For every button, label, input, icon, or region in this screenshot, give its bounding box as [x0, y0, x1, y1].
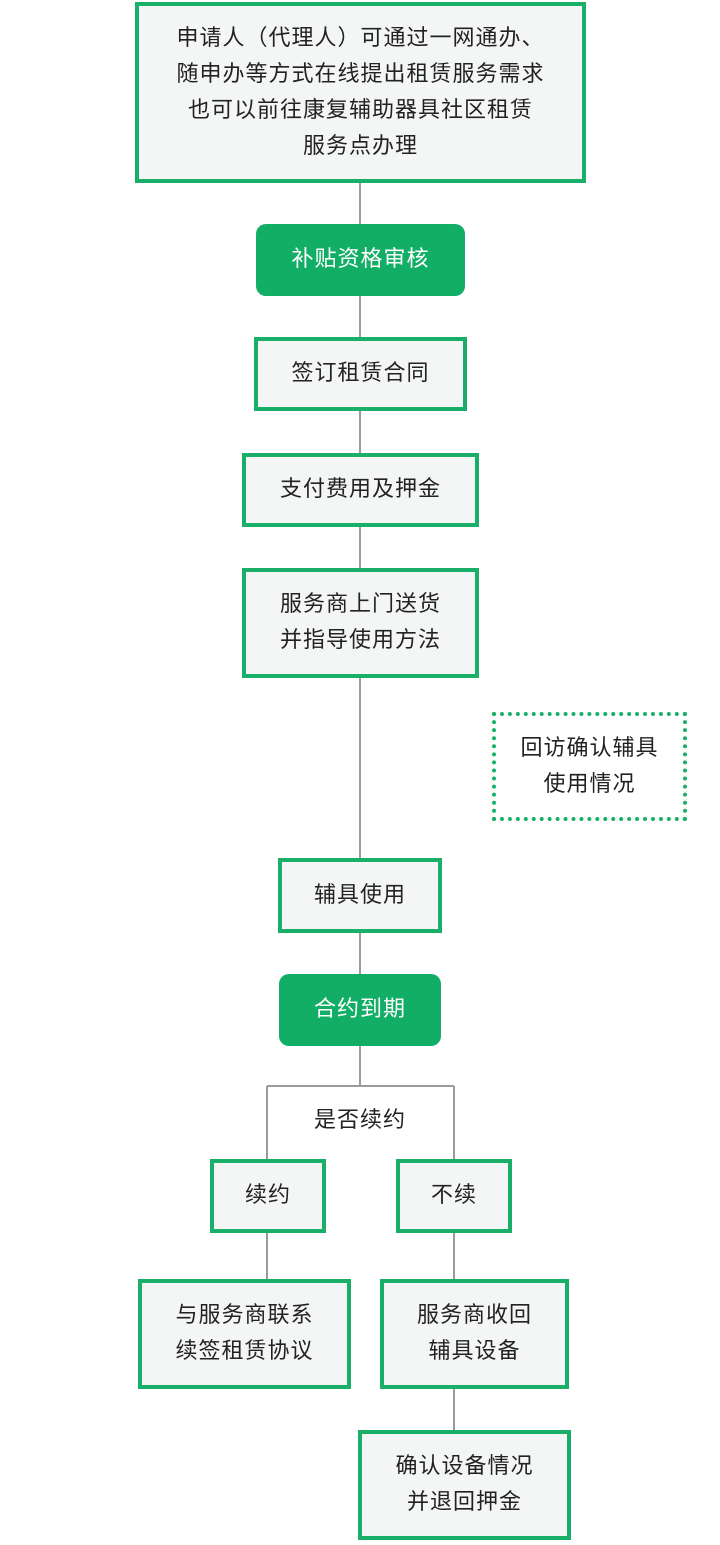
renew-question-label: 是否续约 — [313, 1108, 406, 1133]
sign-contract-step: 签订租赁合同 — [254, 337, 467, 411]
confirm-line-2: 并退回押金 — [406, 1490, 522, 1515]
apply-step-box: 申请人（代理人）可通过一网通办、 随申办等方式在线提出租赁服务需求 也可以前往康… — [135, 2, 586, 183]
use-label: 辅具使用 — [313, 882, 406, 908]
recover-line-2: 辅具设备 — [428, 1339, 521, 1364]
pay-label: 支付费用及押金 — [279, 477, 441, 502]
confirm-line-1: 确认设备情况 — [395, 1454, 534, 1479]
follow-up-line-1: 回访确认辅具 — [520, 735, 659, 761]
subsidy-review-step: 补贴资格审核 — [256, 224, 465, 296]
contact-line-1: 与服务商联系 — [175, 1303, 314, 1328]
renew-step: 续约 — [210, 1159, 326, 1233]
contact-provider-step: 与服务商联系 续签租赁协议 — [138, 1279, 351, 1389]
apply-line-3: 也可以前往康复辅助器具社区租赁 — [187, 97, 533, 123]
expire-label: 合约到期 — [313, 997, 406, 1022]
pay-step: 支付费用及押金 — [242, 453, 479, 527]
follow-up-step: 回访确认辅具 使用情况 — [492, 712, 687, 821]
apply-line-1: 申请人（代理人）可通过一网通办、 — [176, 25, 545, 51]
recover-line-1: 服务商收回 — [416, 1303, 532, 1328]
expire-step: 合约到期 — [279, 974, 441, 1046]
apply-line-2: 随申办等方式在线提出租赁服务需求 — [176, 61, 545, 87]
confirm-refund-step: 确认设备情况 并退回押金 — [358, 1430, 571, 1540]
renew-label: 续约 — [244, 1183, 291, 1208]
sign-contract-label: 签订租赁合同 — [291, 361, 430, 386]
delivery-step: 服务商上门送货 并指导使用方法 — [242, 568, 479, 678]
recover-equipment-step: 服务商收回 辅具设备 — [380, 1279, 569, 1389]
delivery-line-2: 并指导使用方法 — [279, 628, 441, 653]
apply-line-4: 服务点办理 — [302, 133, 418, 159]
follow-up-line-2: 使用情况 — [543, 771, 636, 797]
not-renew-step: 不续 — [396, 1159, 512, 1233]
subsidy-review-label: 补贴资格审核 — [291, 247, 430, 272]
delivery-line-1: 服务商上门送货 — [279, 592, 441, 617]
contact-line-2: 续签租赁协议 — [175, 1339, 314, 1364]
use-step: 辅具使用 — [278, 858, 442, 933]
not-renew-label: 不续 — [430, 1183, 477, 1208]
